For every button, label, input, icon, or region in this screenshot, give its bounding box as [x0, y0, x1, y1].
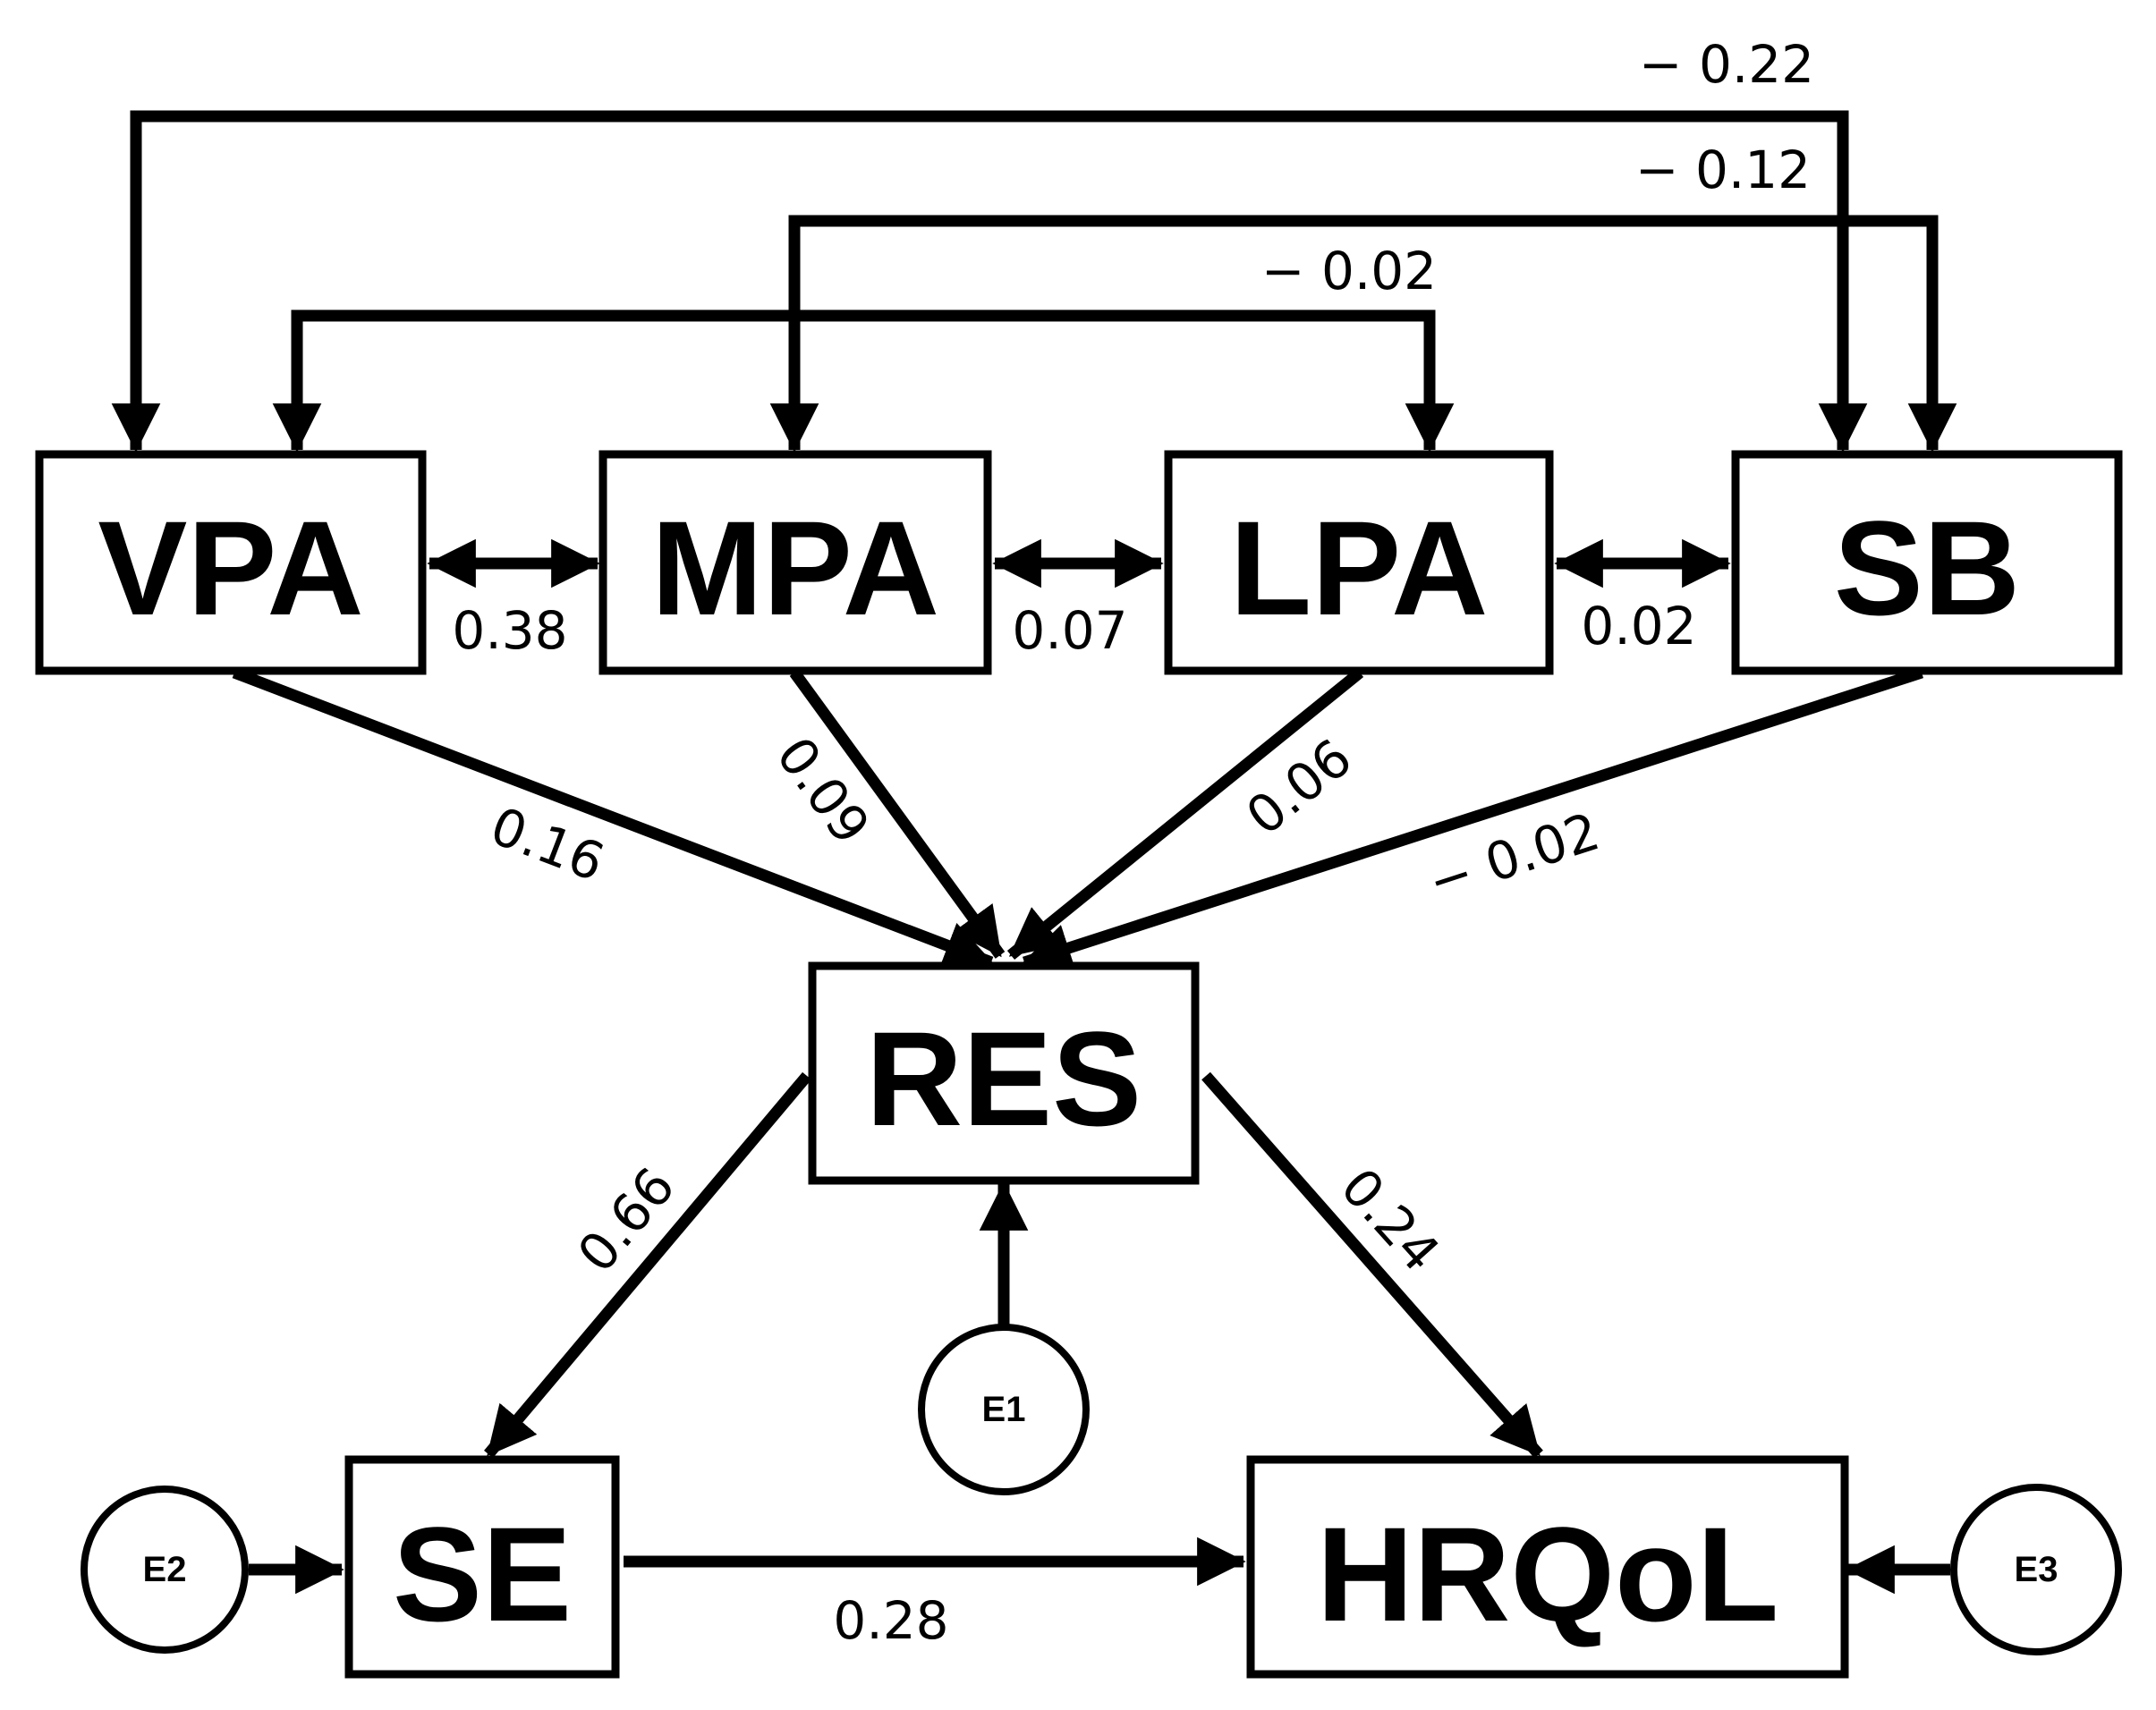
error-e1: E1 — [918, 1324, 1090, 1495]
coef-mpa-lpa: 0.07 — [1012, 600, 1127, 661]
coef-sb-vpa: − 0.22 — [1639, 34, 1814, 95]
node-se: SE — [344, 1455, 620, 1679]
coef-lpa-sb: 0.02 — [1581, 596, 1696, 656]
error-e3-label: E3 — [2015, 1550, 2058, 1589]
coef-sb-mpa: − 0.12 — [1635, 140, 1811, 200]
node-mpa-label: MPA — [651, 493, 939, 643]
node-res-label: RES — [866, 1003, 1142, 1154]
node-sb-label: SB — [1834, 493, 2020, 643]
node-vpa: VPA — [35, 450, 427, 675]
node-res: RES — [808, 961, 1200, 1185]
arc-sb-vpa — [111, 110, 1868, 453]
arc-lpa-vpa — [272, 309, 1455, 453]
node-sb: SB — [1731, 450, 2123, 675]
coef-lpa-res: 0.06 — [1235, 727, 1362, 847]
error-e3: E3 — [1950, 1484, 2122, 1655]
arc-sb-mpa — [769, 215, 1957, 453]
coef-sb-res: − 0.02 — [1421, 800, 1607, 912]
node-lpa: LPA — [1164, 450, 1554, 675]
error-e1-label: E1 — [982, 1390, 1026, 1429]
error-e2-label: E2 — [143, 1550, 187, 1589]
coef-res-se: 0.66 — [565, 1156, 686, 1284]
path-vpa-res — [232, 666, 994, 969]
node-hrqol: HRQoL — [1246, 1455, 1849, 1679]
path-res-hrqol — [1201, 1071, 1543, 1459]
path-sb-res — [1022, 666, 1923, 972]
path-lpa-res — [1006, 667, 1364, 961]
path-mpa-res — [789, 669, 1006, 959]
coef-mpa-res: 0.09 — [765, 726, 882, 855]
node-hrqol-label: HRQoL — [1317, 1499, 1779, 1649]
node-se-label: SE — [393, 1499, 572, 1649]
path-res-se — [484, 1071, 811, 1459]
node-mpa: MPA — [598, 450, 992, 675]
error-e2: E2 — [81, 1486, 249, 1654]
coef-lpa-vpa: − 0.02 — [1261, 241, 1437, 301]
coef-vpa-mpa: 0.38 — [452, 600, 567, 661]
node-lpa-label: LPA — [1230, 493, 1489, 643]
coef-res-hrqol: 0.24 — [1329, 1156, 1452, 1282]
coef-se-hrqol: 0.28 — [833, 1590, 948, 1651]
node-vpa-label: VPA — [98, 493, 363, 643]
